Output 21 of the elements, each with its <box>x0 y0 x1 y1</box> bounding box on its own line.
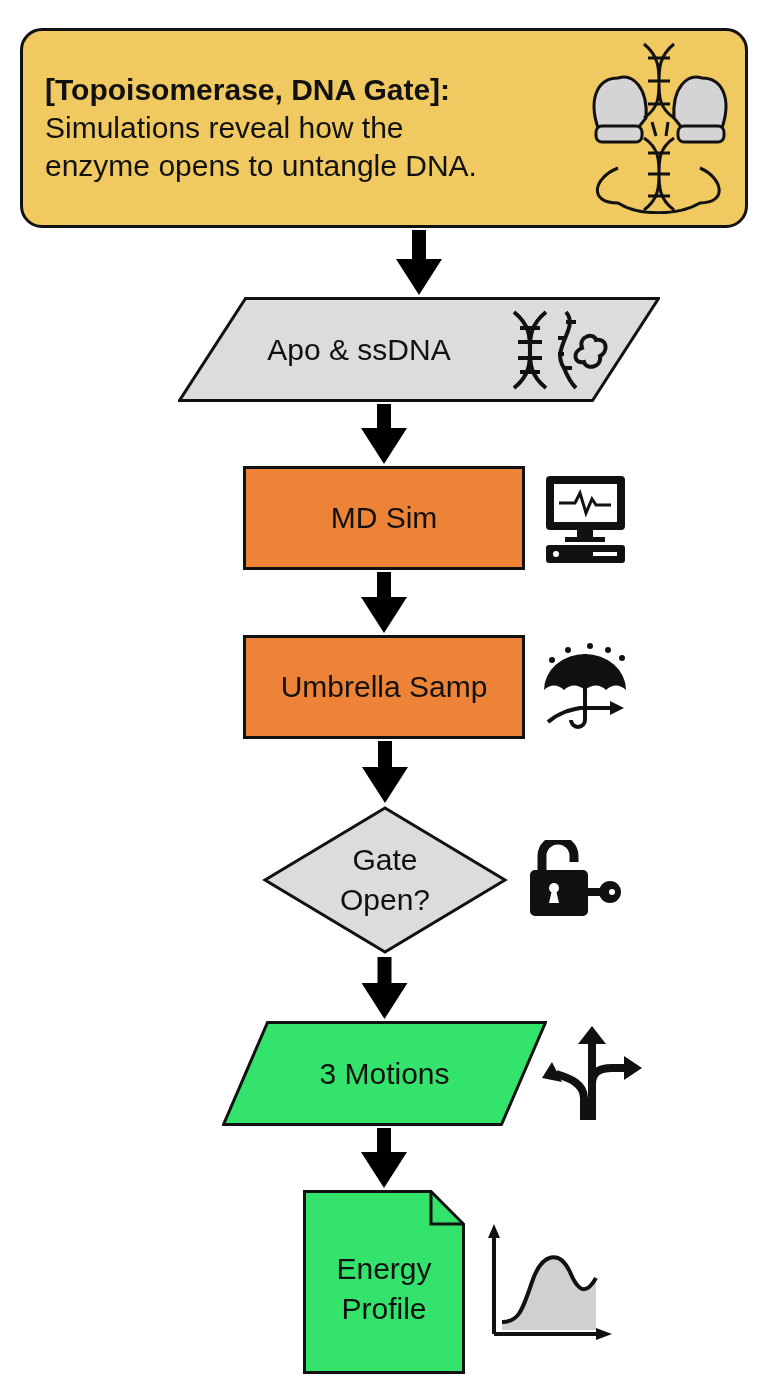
arrow <box>361 404 407 464</box>
node-label: Gate Open? <box>338 842 432 918</box>
data-parallelogram <box>178 297 660 402</box>
decision-diamond <box>262 805 508 955</box>
process-box <box>243 635 525 739</box>
header-box <box>20 28 748 228</box>
node-label: MD Sim <box>330 500 438 536</box>
arrow <box>362 741 408 803</box>
title-description: Simulations reveal how the enzyme opens to untangle DNA. <box>45 110 478 184</box>
node-label: Apo & ssDNA <box>267 331 451 368</box>
arrow <box>361 1128 407 1188</box>
document-shape <box>303 1190 465 1374</box>
data-parallelogram <box>222 1021 547 1126</box>
process-box <box>243 466 525 570</box>
title-heading: [Topoisomerase, DNA Gate]: <box>45 72 452 108</box>
arrow <box>361 572 407 633</box>
node-label: 3 Motions <box>319 1055 450 1092</box>
node-label: Energy Profile <box>335 1251 433 1327</box>
node-label: Umbrella Samp <box>280 669 488 705</box>
arrow <box>361 957 408 1019</box>
arrow <box>396 230 442 295</box>
